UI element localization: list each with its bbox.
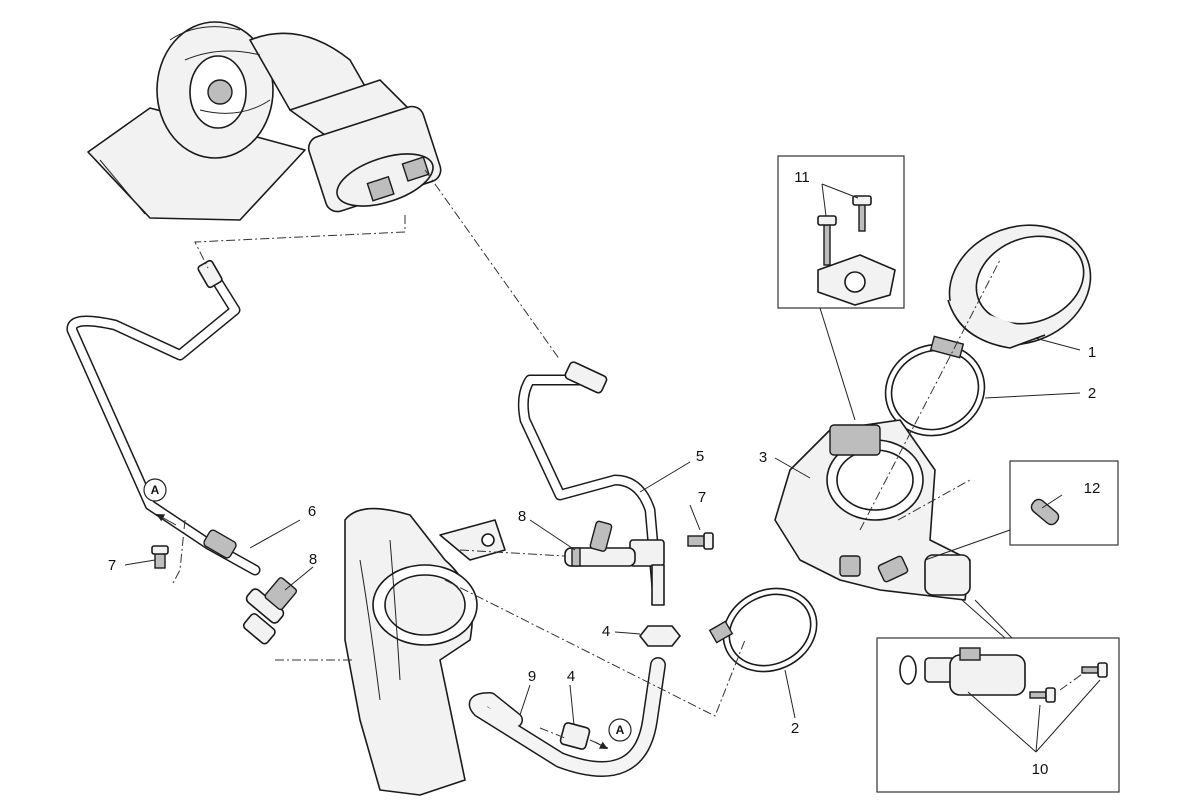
- callout-2-lower: 2: [791, 720, 799, 737]
- callout-3: 3: [759, 449, 767, 466]
- callout-7-left: 7: [108, 557, 116, 574]
- throttle-body: [774, 419, 971, 601]
- hose-clamp-upper: [884, 335, 986, 437]
- ref-circle-a-left: A: [143, 478, 167, 502]
- intake-manifold: [344, 507, 506, 796]
- vacuum-hose: [468, 657, 666, 777]
- ref-letter-a-bottom: A: [616, 723, 625, 737]
- callout-1: 1: [1088, 344, 1096, 361]
- leader-lines: [124, 183, 1101, 753]
- fuel-tube-left: [66, 259, 261, 576]
- callout-12: 12: [1084, 480, 1101, 497]
- callout-2-upper: 2: [1088, 385, 1096, 402]
- callout-10: 10: [1032, 761, 1049, 778]
- callout-numbers: 1 2 2 3 4 4 5 6 7 7 8 8 9 10 11 12: [108, 169, 1101, 778]
- fuel-pump-assembly: [87, 21, 442, 221]
- bolt-center: [687, 532, 714, 550]
- inset-tps-sensor: [777, 155, 905, 309]
- callout-11: 11: [794, 169, 810, 186]
- nut-center: [639, 625, 681, 647]
- fuel-injector-left: [242, 577, 298, 645]
- ref-letter-a-left: A: [151, 483, 160, 497]
- callout-5: 5: [696, 448, 704, 465]
- inset-plug: [1009, 460, 1119, 546]
- callout-8-center: 8: [518, 508, 526, 525]
- hose-clamp-lower: [708, 587, 818, 673]
- assembly-lines: [171, 169, 1086, 749]
- callout-4-bottom: 4: [567, 668, 575, 685]
- fuel-injector-center: [564, 520, 636, 567]
- callout-8-left: 8: [309, 551, 317, 568]
- callout-6: 6: [308, 503, 316, 520]
- inset-idle-actuator: [876, 637, 1120, 793]
- fuel-tube-center: [517, 361, 665, 606]
- callout-4-center: 4: [602, 623, 610, 640]
- ref-circle-a-bottom: A: [608, 718, 632, 742]
- nut-bottom: [559, 722, 591, 750]
- bolt-left: [151, 545, 169, 569]
- callout-7-center: 7: [698, 489, 706, 506]
- air-intake-bell: [947, 224, 1092, 349]
- callout-9: 9: [528, 668, 536, 685]
